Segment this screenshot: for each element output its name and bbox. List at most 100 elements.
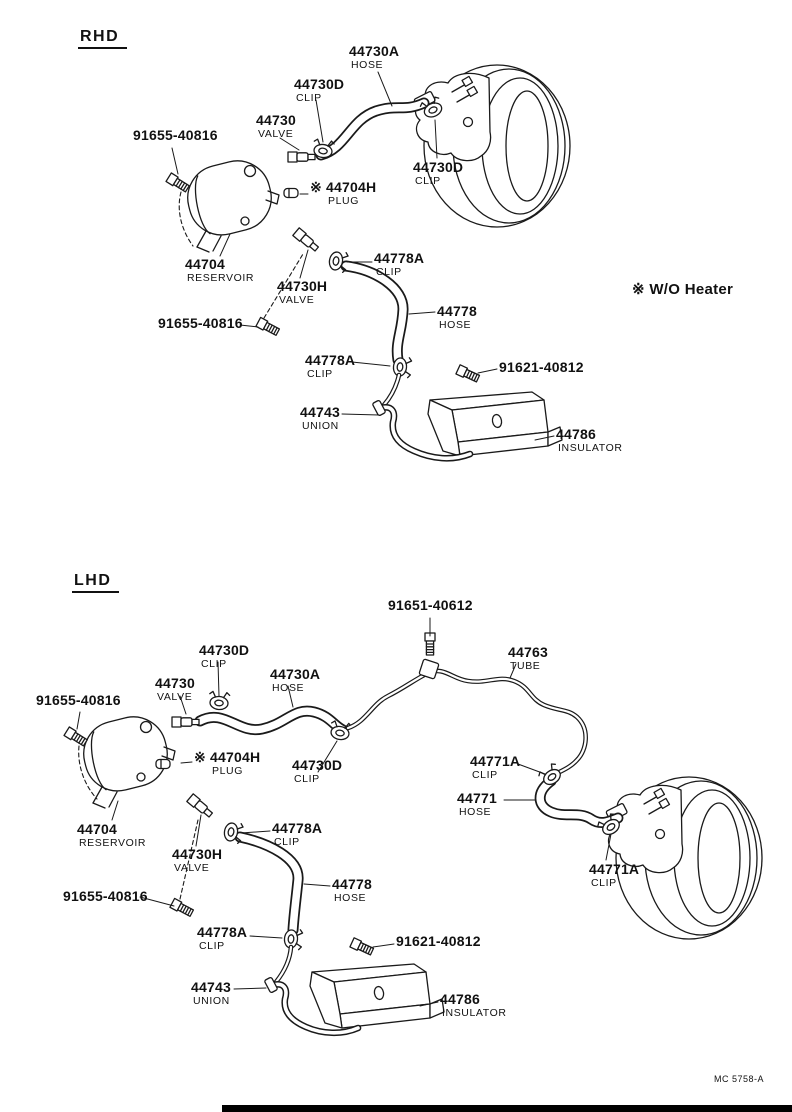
part-number: ※ 44704H <box>194 749 261 765</box>
part-number: 44730H <box>277 278 328 294</box>
part-number: 44763 <box>508 644 548 660</box>
lhd-leader-lines <box>76 617 612 1007</box>
part-number: 44743 <box>191 979 231 995</box>
part-number: 91655-40816 <box>36 692 121 708</box>
part-number: 44704 <box>77 821 117 837</box>
lhd-art <box>63 617 763 1037</box>
part-number: 44730 <box>155 675 195 691</box>
part-label-lhd-13-9165540816: 91655-40816 <box>63 889 148 904</box>
part-number: 44778A <box>374 250 425 266</box>
part-number: 91655-40816 <box>63 888 148 904</box>
part-description: HOSE <box>334 891 367 904</box>
part-description: CLIP <box>307 367 333 380</box>
part-number: 44786 <box>440 991 480 1007</box>
part-description: CLIP <box>376 265 402 278</box>
part-number: 44730D <box>294 76 345 92</box>
part-description: UNION <box>302 419 339 432</box>
wo-heater-note: ※ W/O Heater <box>632 281 734 298</box>
rhd-union-44743 <box>372 399 386 417</box>
part-number: 44778 <box>437 303 477 319</box>
part-number: 44730D <box>292 757 343 773</box>
part-description: PLUG <box>212 764 243 777</box>
part-number: 44771A <box>470 753 521 769</box>
rhd-art <box>165 64 571 462</box>
part-description: CLIP <box>296 91 322 104</box>
part-number: 91655-40816 <box>133 127 218 143</box>
part-description: VALVE <box>258 127 294 140</box>
part-description: VALVE <box>157 690 193 703</box>
part-number: 44778A <box>197 924 248 940</box>
part-description: TUBE <box>510 659 541 672</box>
part-description: HOSE <box>272 681 305 694</box>
part-description: RESERVOIR <box>79 836 147 849</box>
rhd-assembly-dash-1 <box>178 191 194 247</box>
part-description: HOSE <box>459 805 492 818</box>
part-description: CLIP <box>415 174 441 187</box>
part-description: VALVE <box>279 293 315 306</box>
part-label-lhd-17-9162140812: 91621-40812 <box>396 934 481 949</box>
rhd-section-title: RHD <box>78 28 128 49</box>
part-description: PLUG <box>328 194 359 207</box>
part-number: 44778A <box>272 820 323 836</box>
part-number: 44730A <box>349 43 400 59</box>
lhd-assembly-dash-2 <box>179 819 199 900</box>
part-number: 44743 <box>300 404 340 420</box>
bottom-bar <box>222 1105 792 1112</box>
part-number: 44730D <box>199 642 250 658</box>
part-number: 44771A <box>589 861 640 877</box>
lhd-tube-bracket <box>418 658 440 680</box>
part-description: RESERVOIR <box>187 271 255 284</box>
part-label-rhd-3-9165540816: 91655-40816 <box>133 128 218 143</box>
part-description: VALVE <box>174 861 210 874</box>
part-number: 44730A <box>270 666 321 682</box>
part-description: CLIP <box>201 657 227 670</box>
part-description: CLIP <box>472 768 498 781</box>
lhd-union-44743 <box>264 976 278 994</box>
part-number: 91621-40812 <box>499 359 584 375</box>
part-number: 44786 <box>556 426 596 442</box>
part-description: UNION <box>193 994 230 1007</box>
part-label-rhd-9-9165540816: 91655-40816 <box>158 316 243 331</box>
part-description: CLIP <box>274 835 300 848</box>
part-label-lhd-0-9165140612: 91651-40612 <box>388 598 473 613</box>
rhd-assembly-dash-2 <box>263 253 304 319</box>
part-label-lhd-5-9165540816: 91655-40816 <box>36 693 121 708</box>
part-description: INSULATOR <box>558 441 623 454</box>
part-number: 44730H <box>172 846 223 862</box>
part-label-rhd-12-9162140812: 91621-40812 <box>499 360 584 375</box>
part-number: 44778 <box>332 876 372 892</box>
part-number: 91655-40816 <box>158 315 243 331</box>
part-number: 44704 <box>185 256 225 272</box>
lhd-section-title: LHD <box>72 572 120 593</box>
part-number: 44778A <box>305 352 356 368</box>
part-number: 44730 <box>256 112 296 128</box>
drawing-code: MC 5758-A <box>714 1074 765 1084</box>
part-description: HOSE <box>351 58 384 71</box>
